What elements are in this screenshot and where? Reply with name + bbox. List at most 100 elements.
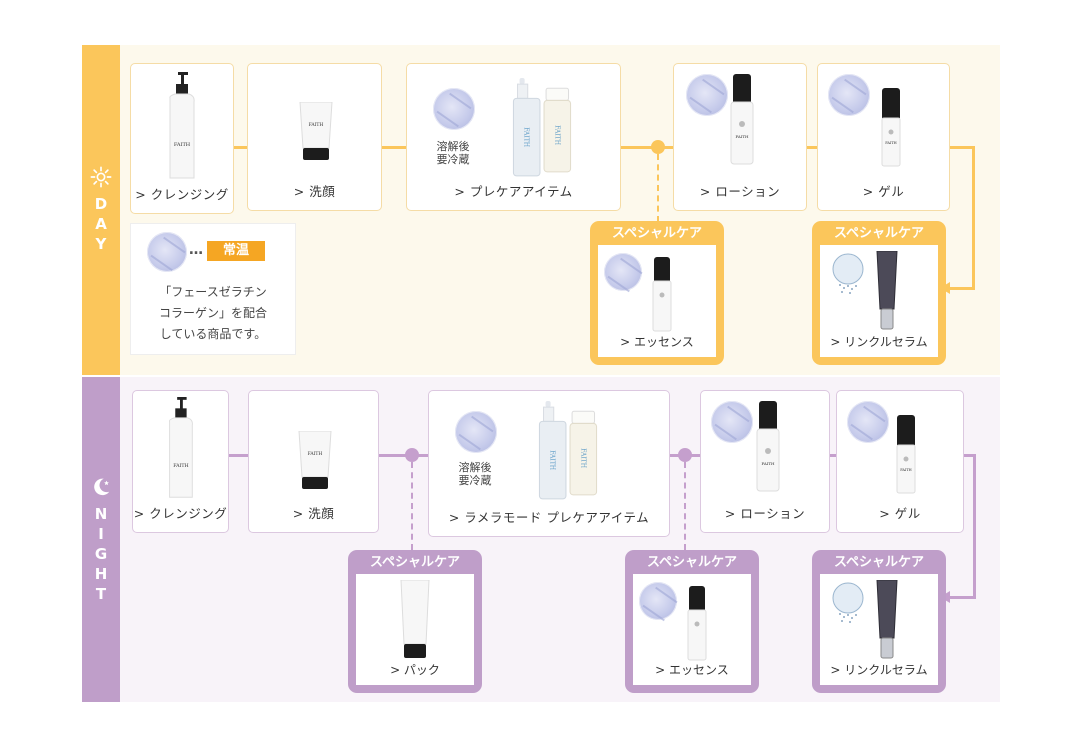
svg-text:FAITH: FAITH: [885, 141, 896, 145]
storage-note-line: 溶解後: [458, 461, 492, 474]
special-care-pack[interactable]: スペシャルケア > パック: [348, 550, 482, 693]
branch-dashed-line: [411, 462, 413, 550]
step-label: > 洗顔: [293, 184, 336, 199]
side-letter: H: [94, 564, 108, 583]
essence-bottle-image: [652, 257, 672, 332]
svg-text:FAITH: FAITH: [523, 127, 530, 147]
step-card-lotion[interactable]: FAITH > ローション: [700, 390, 830, 533]
step-card-cleansing[interactable]: FAITH > クレンジング: [132, 390, 229, 533]
storage-note: 溶解後 要冷蔵: [423, 140, 483, 166]
gel-bottle-image: FAITH: [881, 88, 901, 167]
branch-dot: [678, 448, 692, 462]
special-care-label: > エッセンス: [655, 663, 729, 677]
special-care-wrinkle-serum[interactable]: スペシャルケア > リンクルセラム: [812, 221, 946, 365]
special-care-title: スペシャルケア: [369, 555, 461, 570]
step-label: > プレケアアイテム: [454, 184, 573, 199]
step-card-face-wash[interactable]: FAITH > 洗顔: [247, 63, 382, 211]
special-care-title: スペシャルケア: [646, 555, 738, 570]
gel-bottle-image: FAITH: [896, 415, 916, 494]
special-care-title: スペシャルケア: [833, 555, 925, 570]
flow-connector: [948, 596, 976, 599]
collagen-sheet-icon: [147, 232, 187, 272]
step-label: > クレンジング: [133, 506, 228, 521]
side-letter: G: [94, 544, 108, 563]
svg-text:FAITH: FAITH: [174, 142, 191, 148]
branch-dot: [405, 448, 419, 462]
essence-bottle-image: [687, 586, 707, 661]
legend-text-line: 「フェースゼラチン: [159, 285, 267, 299]
collagen-sheet-icon: [686, 74, 728, 116]
step-card-cleansing[interactable]: FAITH > クレンジング: [130, 63, 234, 214]
flow-connector: [805, 146, 819, 149]
svg-text:FAITH: FAITH: [553, 125, 560, 145]
cleansing-bottle-image: FAITH: [169, 72, 195, 179]
step-label: > 洗顔: [292, 506, 335, 521]
side-letter: D: [94, 195, 108, 213]
lotion-bottle-image: FAITH: [756, 401, 780, 492]
flow-connector: [228, 454, 250, 457]
svg-text:FAITH: FAITH: [308, 451, 323, 457]
step-label: > ゲル: [862, 184, 905, 199]
branch-dashed-line: [684, 462, 686, 550]
flow-connector: [962, 454, 976, 457]
side-letter: N: [94, 504, 108, 523]
special-care-label: > エッセンス: [620, 335, 694, 349]
night-routine-section: N I G H T FAITH > クレンジング FAITH > 洗顔: [82, 377, 1000, 702]
step-card-face-wash[interactable]: FAITH > 洗顔: [248, 390, 379, 533]
face-wash-tube-image: FAITH: [298, 431, 332, 489]
step-label: > ローション: [724, 506, 806, 521]
collagen-sheet-icon: [847, 401, 889, 443]
pack-tube-image: [400, 580, 430, 658]
svg-text:FAITH: FAITH: [579, 448, 586, 468]
special-care-label: > リンクルセラム: [830, 335, 928, 349]
wrinkle-dot-sheet-icon: [832, 582, 864, 623]
side-letter: A: [95, 215, 107, 233]
flow-connector: [232, 146, 252, 149]
flow-connector: [948, 146, 975, 149]
svg-text:FAITH: FAITH: [309, 122, 324, 128]
side-letter: I: [98, 524, 104, 543]
special-care-label: > リンクルセラム: [830, 663, 928, 677]
storage-note: 溶解後 要冷蔵: [445, 461, 505, 487]
svg-text:FAITH: FAITH: [549, 450, 556, 470]
storage-note-line: 要冷蔵: [458, 474, 492, 487]
step-card-gel[interactable]: FAITH > ゲル: [836, 390, 964, 533]
wrinkle-serum-tube-image: [876, 580, 898, 659]
collagen-sheet-icon: [639, 582, 677, 620]
collagen-sheet-icon: [433, 88, 475, 130]
svg-text:FAITH: FAITH: [173, 463, 188, 469]
svg-text:FAITH: FAITH: [761, 461, 775, 466]
legend-text: 「フェースゼラチン コラーゲン」を配合 している商品です。: [139, 282, 287, 345]
collagen-sheet-icon: [455, 411, 497, 453]
step-card-pre-care[interactable]: 溶解後 要冷蔵 FAITH FAITH > プレケアアイテム: [406, 63, 621, 211]
step-label: > ラメラモード プレケアアイテム: [448, 510, 650, 525]
collagen-sheet-icon: [604, 253, 642, 291]
branch-dot: [651, 140, 665, 154]
special-care-essence[interactable]: スペシャルケア > エッセンス: [590, 221, 724, 365]
collagen-legend: … 常温 「フェースゼラチン コラーゲン」を配合 している商品です。: [130, 223, 296, 355]
special-care-essence[interactable]: スペシャルケア > エッセンス: [625, 550, 759, 693]
special-care-title: スペシャルケア: [833, 226, 925, 241]
wrinkle-dot-sheet-icon: [832, 253, 864, 294]
step-label: > ゲル: [879, 506, 921, 521]
special-care-label: > パック: [390, 663, 440, 677]
day-routine-section: D A Y FAITH > クレンジング FAITH > 洗顔 溶解: [82, 45, 1000, 375]
branch-dashed-line: [657, 154, 659, 222]
pre-care-set-image: FAITH FAITH: [512, 78, 572, 177]
step-card-lotion[interactable]: FAITH > ローション: [673, 63, 807, 211]
flow-connector: [948, 287, 975, 290]
special-care-wrinkle-serum[interactable]: スペシャルケア > リンクルセラム: [812, 550, 946, 693]
sun-icon: [90, 166, 112, 188]
svg-text:FAITH: FAITH: [735, 134, 749, 139]
step-label: > クレンジング: [135, 187, 229, 202]
pre-care-set-image: FAITH FAITH: [538, 401, 598, 500]
storage-note-line: 溶解後: [436, 140, 470, 153]
step-card-lamellar-pre-care[interactable]: 溶解後 要冷蔵 FAITH FAITH > ラメラモード プレケアアイテム: [428, 390, 670, 537]
night-side-bar: N I G H T: [82, 377, 120, 702]
svg-text:FAITH: FAITH: [900, 468, 911, 472]
flow-connector: [828, 454, 838, 457]
special-care-title: スペシャルケア: [611, 226, 703, 241]
step-card-gel[interactable]: FAITH > ゲル: [817, 63, 950, 211]
legend-text-line: コラーゲン」を配合: [158, 306, 267, 320]
flow-connector: [380, 146, 408, 149]
